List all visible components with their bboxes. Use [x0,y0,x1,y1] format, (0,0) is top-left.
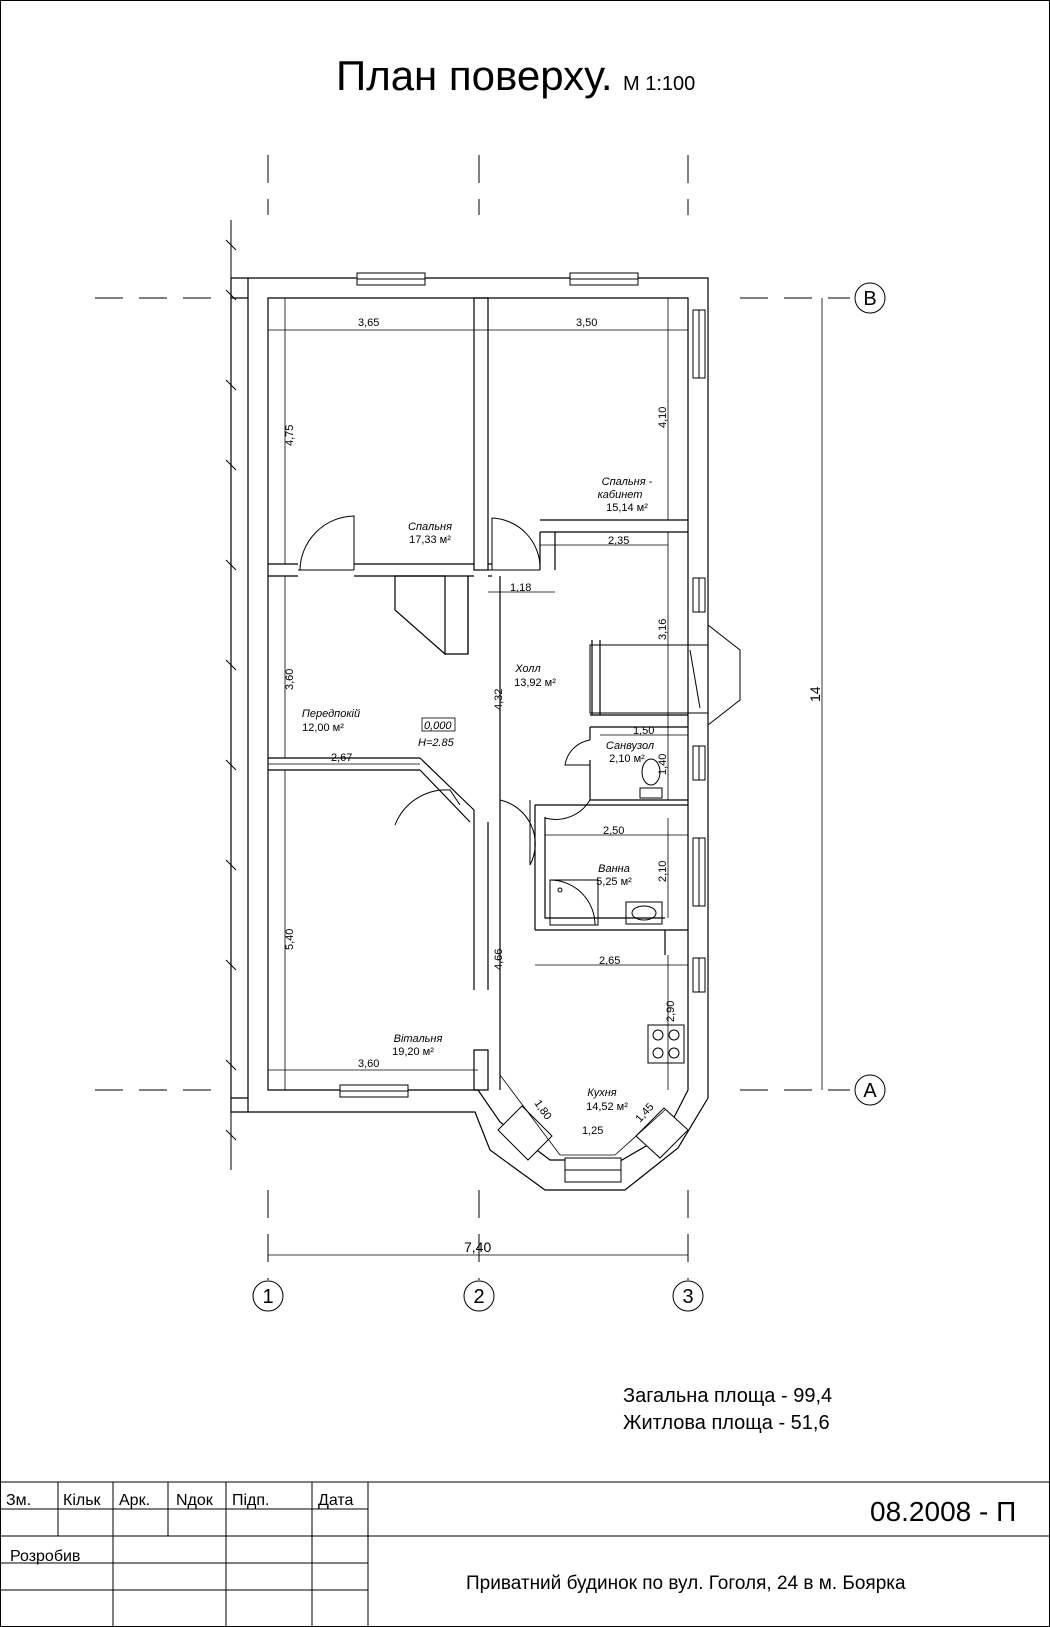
dim-140: 1,40 [657,754,669,775]
dim-350: 3,50 [576,317,597,329]
axis-bubble-row-b [854,282,886,314]
room-living-area: 19,20 м² [392,1046,434,1058]
room-bedroom-cabinet-name-2: кабинет [598,489,643,501]
page-title: План поверху. [336,52,613,99]
dim-210: 2,10 [657,861,669,882]
title-block-header-date: Дата [318,1492,354,1509]
axis-bubble-row-a [854,1074,886,1106]
title-block-header-sheet: Арк. [119,1492,151,1509]
room-bathroom-name: Ванна [598,863,630,875]
axis-bubble-col-1 [252,1280,284,1312]
axis-label-row-a: А [863,1080,877,1102]
dim-360-horizontal: 3,60 [358,1058,379,1070]
axis-label-col-1: 1 [262,1286,273,1308]
dim-118: 1,18 [510,582,531,594]
dim-290: 2,90 [665,1001,677,1022]
dim-267: 2,67 [331,752,352,764]
windows [339,272,706,1183]
room-wc-name: Санвузол [606,740,654,752]
axis-lines [95,155,850,1280]
dim-360-vertical: 3,60 [284,669,296,690]
title-block-header-count: Кільк [63,1492,101,1509]
axis-label-col-2: 2 [473,1286,484,1308]
dim-410: 4,10 [657,407,669,428]
dimension-lines [268,298,823,1256]
dim-125: 1,25 [582,1125,603,1137]
interior-walls [268,297,688,1091]
fireplace [589,624,741,726]
dim-235: 2,35 [608,535,629,547]
room-kitchen-area: 14,52 м² [586,1101,628,1113]
total-area: Загальна площа - 99,4 [623,1385,833,1407]
living-area: Житлова площа - 51,6 [623,1412,830,1434]
title-block-header-docno: Nдок [176,1492,213,1509]
room-living-name: Вітальня [394,1033,443,1045]
axis-bubbles [252,282,886,1312]
title-block-doc-code: 08.2008 - П [870,1496,1017,1527]
room-bedroom-cabinet-name-1: Спальня - [602,476,653,488]
dim-365: 3,65 [358,317,379,329]
title-block-project-name: Приватний будинок по вул. Гоголя, 24 в м… [466,1573,906,1594]
room-hallway-name: Передпокій [302,708,360,720]
dim-250: 2,50 [603,825,624,837]
dim-432: 4,32 [493,689,505,710]
room-bathroom-area: 5,25 м² [596,876,632,888]
doors [298,515,591,866]
dim-475: 4,75 [284,425,296,446]
title-block-grid [0,1481,1050,1627]
dim-265: 2,65 [599,955,620,967]
level-mark: 0,000 [424,720,452,732]
room-bedroom-area: 17,33 м² [409,534,451,546]
break-line [225,220,237,1170]
room-bedroom-cabinet-area: 15,14 м² [606,502,648,514]
axis-label-row-b: В [863,288,876,310]
dim-740: 7,40 [464,1239,491,1255]
scale-label: М 1:100 [623,73,696,95]
axis-label-col-3: 3 [682,1286,693,1308]
room-hall-name: Холл [514,663,540,675]
dim-540: 5,40 [284,929,296,950]
axis-bubble-col-2 [463,1280,495,1312]
room-kitchen-name: Кухня [587,1087,616,1099]
title-block-header-change: Зм. [6,1492,32,1509]
level-mark-box [421,717,456,732]
room-bedroom-name: Спальня [408,521,452,533]
title-block-header-signature: Підп. [232,1492,270,1509]
dim-14: 14 [807,686,823,702]
fixtures [549,758,685,1064]
ceiling-height: H=2.85 [418,737,455,749]
dim-150: 1,50 [633,725,654,737]
dim-466: 4,66 [493,949,505,970]
dim-316: 3,16 [657,619,669,640]
room-wc-area: 2,10 м² [609,753,645,765]
room-hallway-area: 12,00 м² [302,722,344,734]
room-hall-area: 13,92 м² [514,677,556,689]
axis-bubble-col-3 [672,1280,704,1312]
title-block-developed-by: Розробив [10,1548,81,1565]
